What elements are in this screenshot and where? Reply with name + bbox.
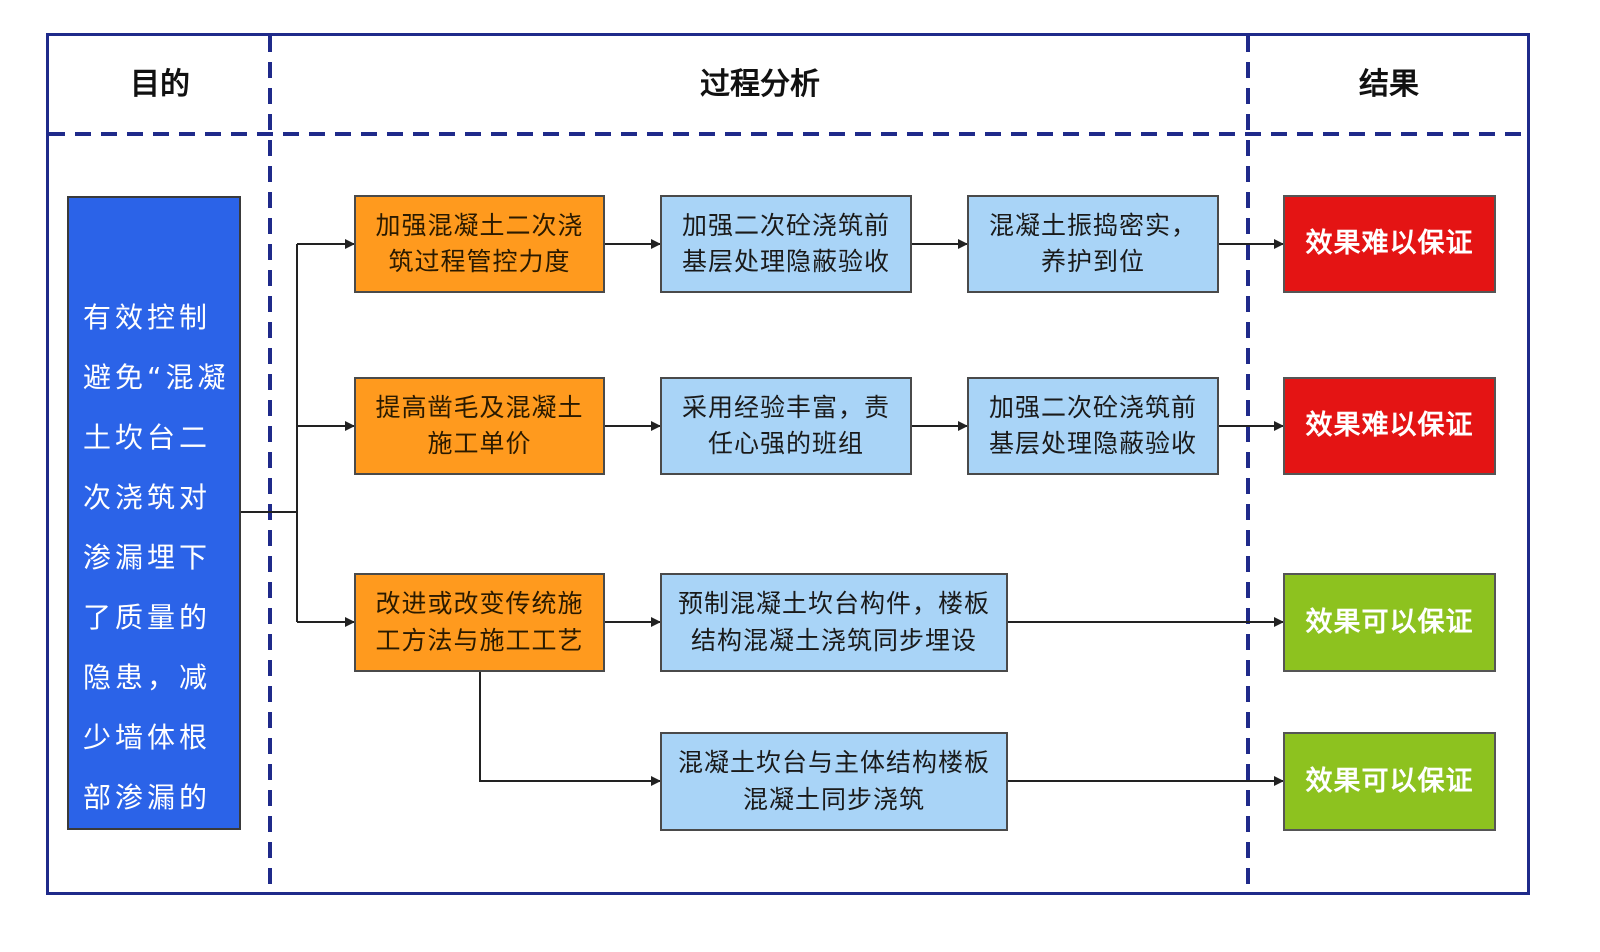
step-box-1: 加强二次砼浇筑前基层处理隐蔽验收 [660, 195, 912, 293]
goal-box: 有效控制避免“混凝土坎台二次浇筑对渗漏埋下了质量的隐患，减少墙体根部渗漏的风险。… [67, 196, 241, 874]
step-box-2: 混凝土振捣密实，养护到位 [967, 195, 1219, 293]
measure-box-1: 加强混凝土二次浇筑过程管控力度 [354, 195, 605, 293]
goal-text: 有效控制避免“混凝土坎台二次浇筑对渗漏埋下了质量的隐患，减少墙体根部渗漏的风险。… [83, 301, 230, 874]
step-box-3: 采用经验丰富，责任心强的班组 [660, 377, 912, 475]
step-box-5: 预制混凝土坎台构件，楼板结构混凝土浇筑同步埋设 [660, 573, 1008, 672]
measure-box-3: 改进或改变传统施工方法与施工工艺 [354, 573, 605, 672]
header-purpose: 目的 [130, 67, 190, 102]
result-box-3: 效果可以保证 [1283, 573, 1496, 672]
header-process: 过程分析 [700, 67, 820, 102]
step-box-6: 混凝土坎台与主体结构楼板混凝土同步浇筑 [660, 732, 1008, 831]
result-box-1: 效果难以保证 [1283, 195, 1496, 293]
diagram-frame [46, 33, 1530, 895]
header-result: 结果 [1359, 67, 1419, 102]
result-box-2: 效果难以保证 [1283, 377, 1496, 475]
step-box-4: 加强二次砼浇筑前基层处理隐蔽验收 [967, 377, 1219, 475]
result-box-4: 效果可以保证 [1283, 732, 1496, 831]
measure-box-2: 提高凿毛及混凝土施工单价 [354, 377, 605, 475]
